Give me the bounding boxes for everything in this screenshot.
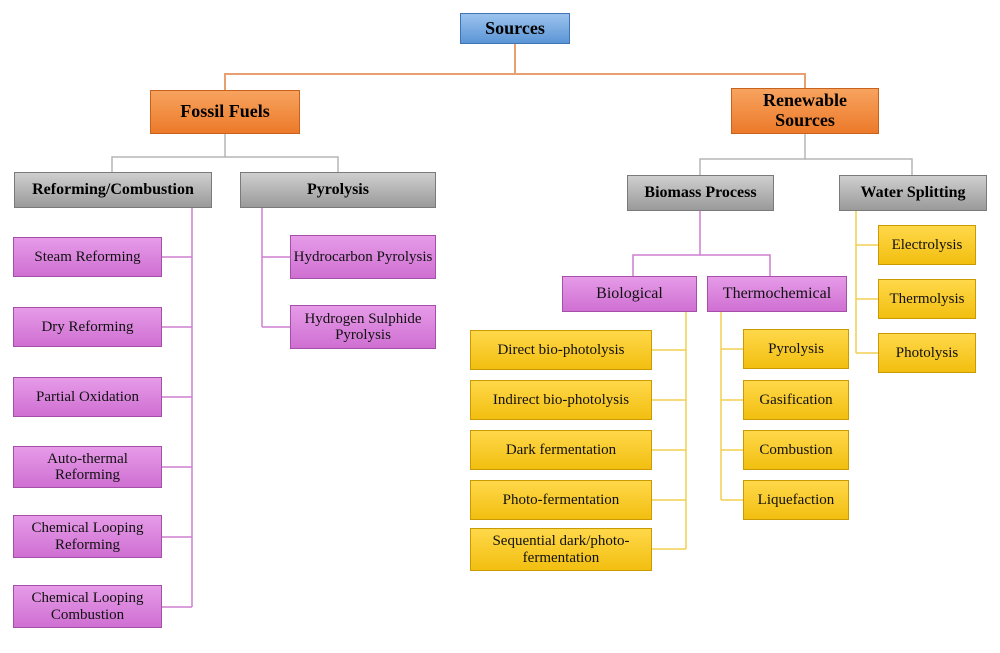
method-thermochemical: Thermochemical	[707, 276, 847, 312]
method-partial-oxidation: Partial Oxidation	[13, 377, 162, 417]
root-node-sources: Sources	[460, 13, 570, 44]
method-hydrocarbon-pyrolysis: Hydrocarbon Pyrolysis	[290, 235, 436, 279]
subcategory-biomass-process: Biomass Process	[627, 175, 774, 211]
process-pyrolysis: Pyrolysis	[743, 329, 849, 369]
subcategory-pyrolysis: Pyrolysis	[240, 172, 436, 208]
process-sequential-dark-photo-fermentation: Sequential dark/photo-fermentation	[470, 528, 652, 571]
method-steam-reforming: Steam Reforming	[13, 237, 162, 277]
process-combustion: Combustion	[743, 430, 849, 470]
process-thermolysis: Thermolysis	[878, 279, 976, 319]
method-chemical-looping-reforming: Chemical Looping Reforming	[13, 515, 162, 558]
method-hydrogen-sulphide-pyrolysis: Hydrogen Sulphide Pyrolysis	[290, 305, 436, 349]
process-photo-fermentation: Photo-fermentation	[470, 480, 652, 520]
process-electrolysis: Electrolysis	[878, 225, 976, 265]
method-auto-thermal-reforming: Auto-thermal Reforming	[13, 446, 162, 488]
process-photolysis: Photolysis	[878, 333, 976, 373]
process-liquefaction: Liquefaction	[743, 480, 849, 520]
category-fossil-fuels: Fossil Fuels	[150, 90, 300, 134]
method-biological: Biological	[562, 276, 697, 312]
subcategory-reforming-combustion: Reforming/Combustion	[14, 172, 212, 208]
process-indirect-bio-photolysis: Indirect bio-photolysis	[470, 380, 652, 420]
category-renewable-sources: Renewable Sources	[731, 88, 879, 134]
method-dry-reforming: Dry Reforming	[13, 307, 162, 347]
method-chemical-looping-combustion: Chemical Looping Combustion	[13, 585, 162, 628]
subcategory-water-splitting: Water Splitting	[839, 175, 987, 211]
process-gasification: Gasification	[743, 380, 849, 420]
process-direct-bio-photolysis: Direct bio-photolysis	[470, 330, 652, 370]
process-dark-fermentation: Dark fermentation	[470, 430, 652, 470]
